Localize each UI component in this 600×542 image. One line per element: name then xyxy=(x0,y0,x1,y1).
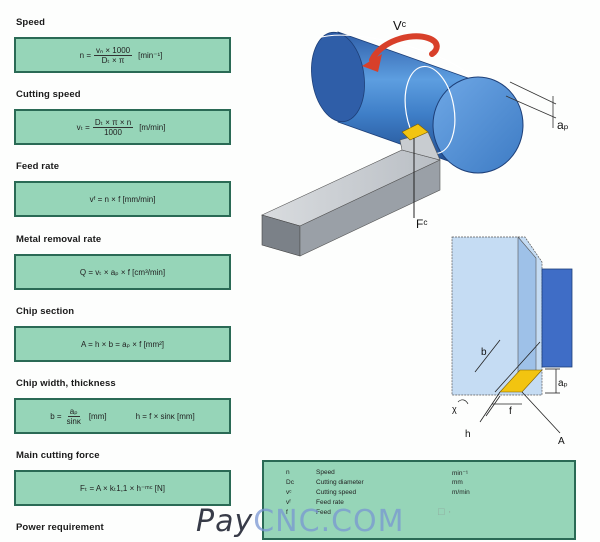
depth-of-cut-label: aₚ xyxy=(557,118,569,132)
section-title-speed: Speed xyxy=(16,17,46,28)
formula-lhs: vₜ = xyxy=(76,122,90,132)
fraction-denominator: Dₜ × π xyxy=(101,55,125,65)
legend-unit: mm xyxy=(452,479,463,486)
section-title-chip-width-thickness: Chip width, thickness xyxy=(16,378,116,389)
fraction-numerator: aₚ xyxy=(67,406,80,417)
legend-row: Dᴄ Cutting diameter mm xyxy=(264,479,574,488)
workpiece-section xyxy=(541,268,573,368)
section-title-main-cutting-force: Main cutting force xyxy=(16,450,100,461)
formula-text: A = h × b = aₚ × f [mm²] xyxy=(80,339,165,349)
legend-unit: min⁻¹ xyxy=(452,470,469,477)
legend-row: n Speed min⁻¹ xyxy=(264,469,574,478)
formula-box-cutting-speed: vₜ = Dₜ × π × n 1000 [m/min] xyxy=(14,109,231,145)
formula-text: Q = vₜ × aₚ × f [cm³/min] xyxy=(79,267,166,277)
section-title-feed-rate: Feed rate xyxy=(16,161,60,172)
legend-description: Cutting diameter xyxy=(316,479,364,486)
section-title-chip-section: Chip section xyxy=(16,306,75,317)
detail-depth-label: aₚ xyxy=(558,378,568,389)
section-title-power-requirement: Power requirement xyxy=(16,522,104,533)
legend-description: Cutting speed xyxy=(316,489,357,496)
formula-lhs: n = xyxy=(79,50,91,60)
chip-area-label: A xyxy=(558,436,565,447)
formula-box-feed-rate: vᶠ = n × f [mm/min] xyxy=(14,181,231,217)
legend-description: Feed rate xyxy=(316,499,344,506)
cutting-force-label: Fᶜ xyxy=(416,217,428,231)
chip-thickness-label: h xyxy=(465,429,471,440)
formula-box-main-cutting-force: Fₜ = A × kₜ1,1 × h⁻ᵐᶜ [N] xyxy=(14,470,231,506)
rotation-arrowhead xyxy=(362,54,382,72)
chip-section-shape xyxy=(499,369,543,393)
formula-unit: [min⁻¹] xyxy=(138,50,163,60)
rotation-arrow xyxy=(369,33,440,63)
legend-description: Speed xyxy=(316,469,335,476)
depth-of-cut-marker xyxy=(505,81,557,128)
legend-symbol: f xyxy=(286,509,288,516)
legend-symbol: vᶠ xyxy=(286,499,291,506)
feed-label: f xyxy=(509,406,512,417)
formula-box-chip-width-thickness: b = aₚ sinκ [mm] h = f × sinκ [mm] xyxy=(14,398,231,434)
chip-width-label: b xyxy=(481,347,487,358)
formula-box-speed: n = vₙ × 1000 Dₜ × π [min⁻¹] xyxy=(14,37,231,73)
formula-fraction: aₚ sinκ xyxy=(65,407,83,426)
fraction-numerator: Dₜ × π × n xyxy=(92,117,134,128)
watermark: PayCNC.COM xyxy=(196,504,405,539)
watermark-pay: Pay xyxy=(196,504,254,539)
legend-symbol: n xyxy=(286,469,290,476)
formula-box-metal-removal-rate: Q = vₜ × aₚ × f [cm³/min] xyxy=(14,254,231,290)
formula-text: Fₜ = A × kₜ1,1 × h⁻ᵐᶜ [N] xyxy=(79,483,166,493)
fraction-denominator: sinκ xyxy=(66,416,81,426)
formula-unit: [m/min] xyxy=(139,122,166,132)
formula-text: vᶠ = n × f [mm/min] xyxy=(89,194,156,204)
legend-row: vᶠ Feed rate xyxy=(264,499,574,508)
entering-angle-label: χ xyxy=(452,404,457,414)
cutting-speed-label: Vᶜ xyxy=(393,18,407,33)
section-title-metal-removal-rate: Metal removal rate xyxy=(16,234,102,245)
tool-holder xyxy=(261,123,441,257)
legend-row: f Feed xyxy=(264,509,574,518)
formula-unit: [mm] xyxy=(88,411,107,421)
formula-lhs: b = xyxy=(50,411,62,421)
formula-fraction: Dₜ × π × n 1000 xyxy=(92,117,134,137)
legend-symbol: vᶜ xyxy=(286,489,292,496)
legend-description: Feed xyxy=(316,509,331,516)
fraction-numerator: vₙ × 1000 xyxy=(94,45,133,56)
watermark-cnc: CNC.COM xyxy=(253,504,405,539)
chip-detail-diagram xyxy=(451,236,573,434)
watermark-secondary: □ · xyxy=(438,506,452,518)
cutting-insert xyxy=(401,123,429,141)
fraction-denominator: 1000 xyxy=(104,127,122,137)
formula-fraction: vₙ × 1000 Dₜ × π xyxy=(94,45,133,65)
legend-symbol: Dᴄ xyxy=(286,479,294,486)
formula-text-secondary: h = f × sinκ [mm] xyxy=(135,411,195,421)
legend-unit: m/min xyxy=(452,489,470,496)
symbol-legend: n Speed min⁻¹ Dᴄ Cutting diameter mm vᶜ … xyxy=(262,460,576,540)
formula-box-chip-section: A = h × b = aₚ × f [mm²] xyxy=(14,326,231,362)
section-title-cutting-speed: Cutting speed xyxy=(16,89,81,100)
legend-row: vᶜ Cutting speed m/min xyxy=(264,489,574,498)
